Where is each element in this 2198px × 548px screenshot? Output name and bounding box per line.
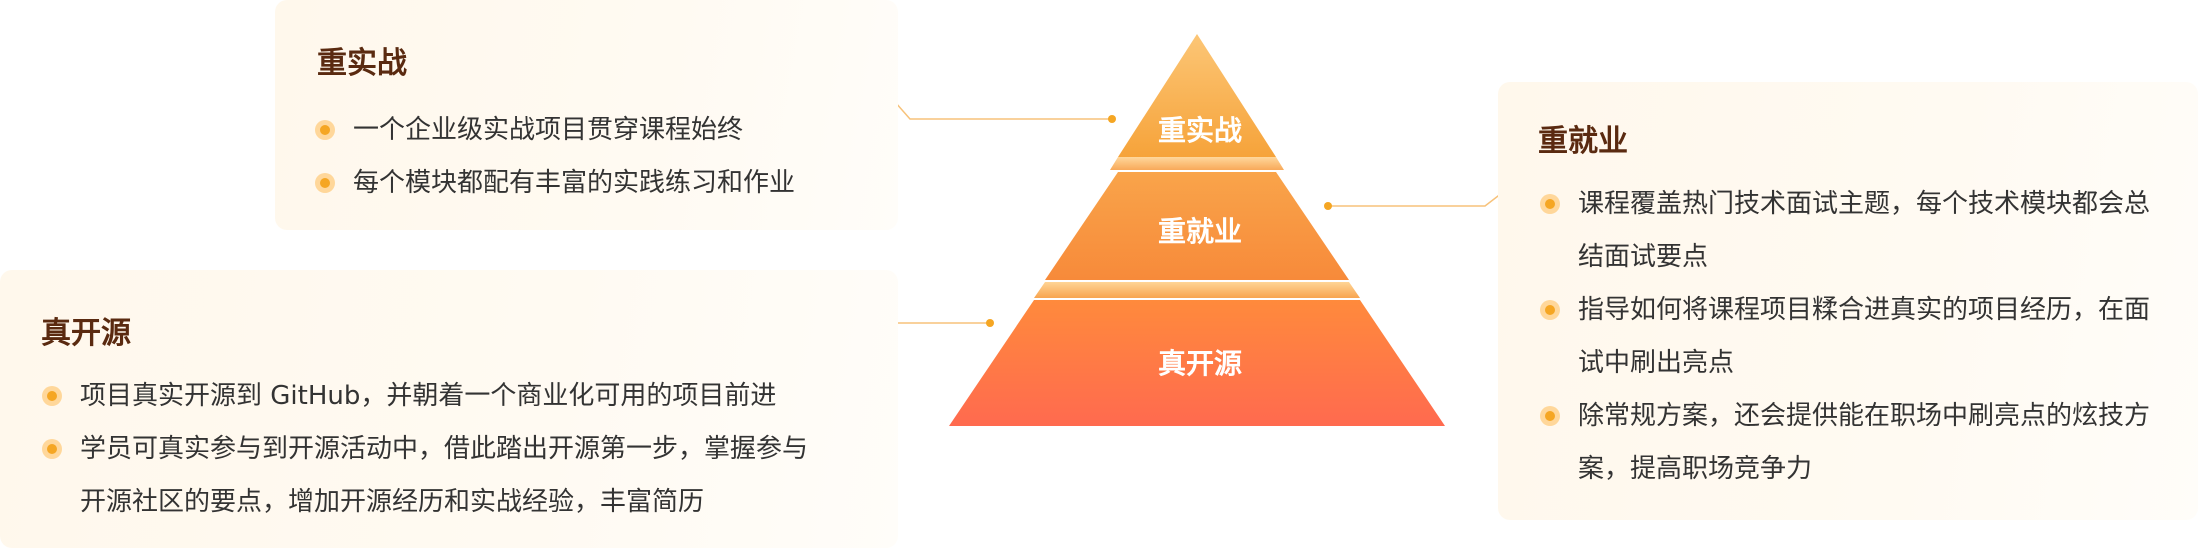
card-practice: 重实战 一个企业级实战项目贯穿课程始终 每个模块都配有丰富的实践练习和作业 <box>275 0 898 230</box>
card-employment-title: 重就业 <box>1538 124 1628 159</box>
bullet-dot-icon <box>1540 194 1560 214</box>
bullet-dot-icon <box>1540 406 1560 426</box>
pyramid-label-bottom: 真开源 <box>1157 347 1242 380</box>
pyramid-label-top: 重实战 <box>1157 114 1242 147</box>
list-item: 项目真实开源到 GitHub，并朝着一个商业化可用的项目前进 <box>42 370 862 423</box>
card-practice-list: 一个企业级实战项目贯穿课程始终 每个模块都配有丰富的实践练习和作业 <box>315 104 875 210</box>
bullet-dot-icon <box>315 173 335 193</box>
list-item: 学员可真实参与到开源活动中，借此踏出开源第一步，掌握参与开源社区的要点，增加开源… <box>42 423 820 529</box>
bullet-dot-icon <box>42 386 62 406</box>
bullet-dot-icon <box>315 120 335 140</box>
bullet-dot-icon <box>1540 300 1560 320</box>
card-practice-title: 重实战 <box>317 46 407 81</box>
pyramid-rim-middle <box>1034 282 1360 298</box>
list-item: 一个企业级实战项目贯穿课程始终 <box>315 104 875 157</box>
pyramid-graphic <box>949 34 1445 426</box>
pyramid: 重实战 重就业 真开源 <box>940 20 1460 440</box>
card-opensource: 真开源 项目真实开源到 GitHub，并朝着一个商业化可用的项目前进 学员可真实… <box>0 270 898 548</box>
card-opensource-list: 项目真实开源到 GitHub，并朝着一个商业化可用的项目前进 学员可真实参与到开… <box>42 370 862 529</box>
list-item: 除常规方案，还会提供能在职场中刷亮点的炫技方案，提高职场竞争力 <box>1540 390 2160 496</box>
pyramid-tier-middle <box>1045 172 1349 280</box>
bullet-dot-icon <box>42 439 62 459</box>
pyramid-rim-top <box>1110 157 1284 170</box>
list-item: 每个模块都配有丰富的实践练习和作业 <box>315 157 875 210</box>
pyramid-label-middle: 重就业 <box>1157 215 1242 248</box>
list-item: 课程覆盖热门技术面试主题，每个技术模块都会总结面试要点 <box>1540 178 2160 284</box>
list-item: 指导如何将课程项目糅合进真实的项目经历，在面试中刷出亮点 <box>1540 284 2160 390</box>
pyramid-tier-bottom <box>949 300 1445 426</box>
pyramid-tier-top <box>1118 34 1276 157</box>
card-employment: 重就业 课程覆盖热门技术面试主题，每个技术模块都会总结面试要点 指导如何将课程项… <box>1498 82 2198 520</box>
card-employment-list: 课程覆盖热门技术面试主题，每个技术模块都会总结面试要点 指导如何将课程项目糅合进… <box>1540 178 2160 496</box>
card-opensource-title: 真开源 <box>41 316 131 351</box>
